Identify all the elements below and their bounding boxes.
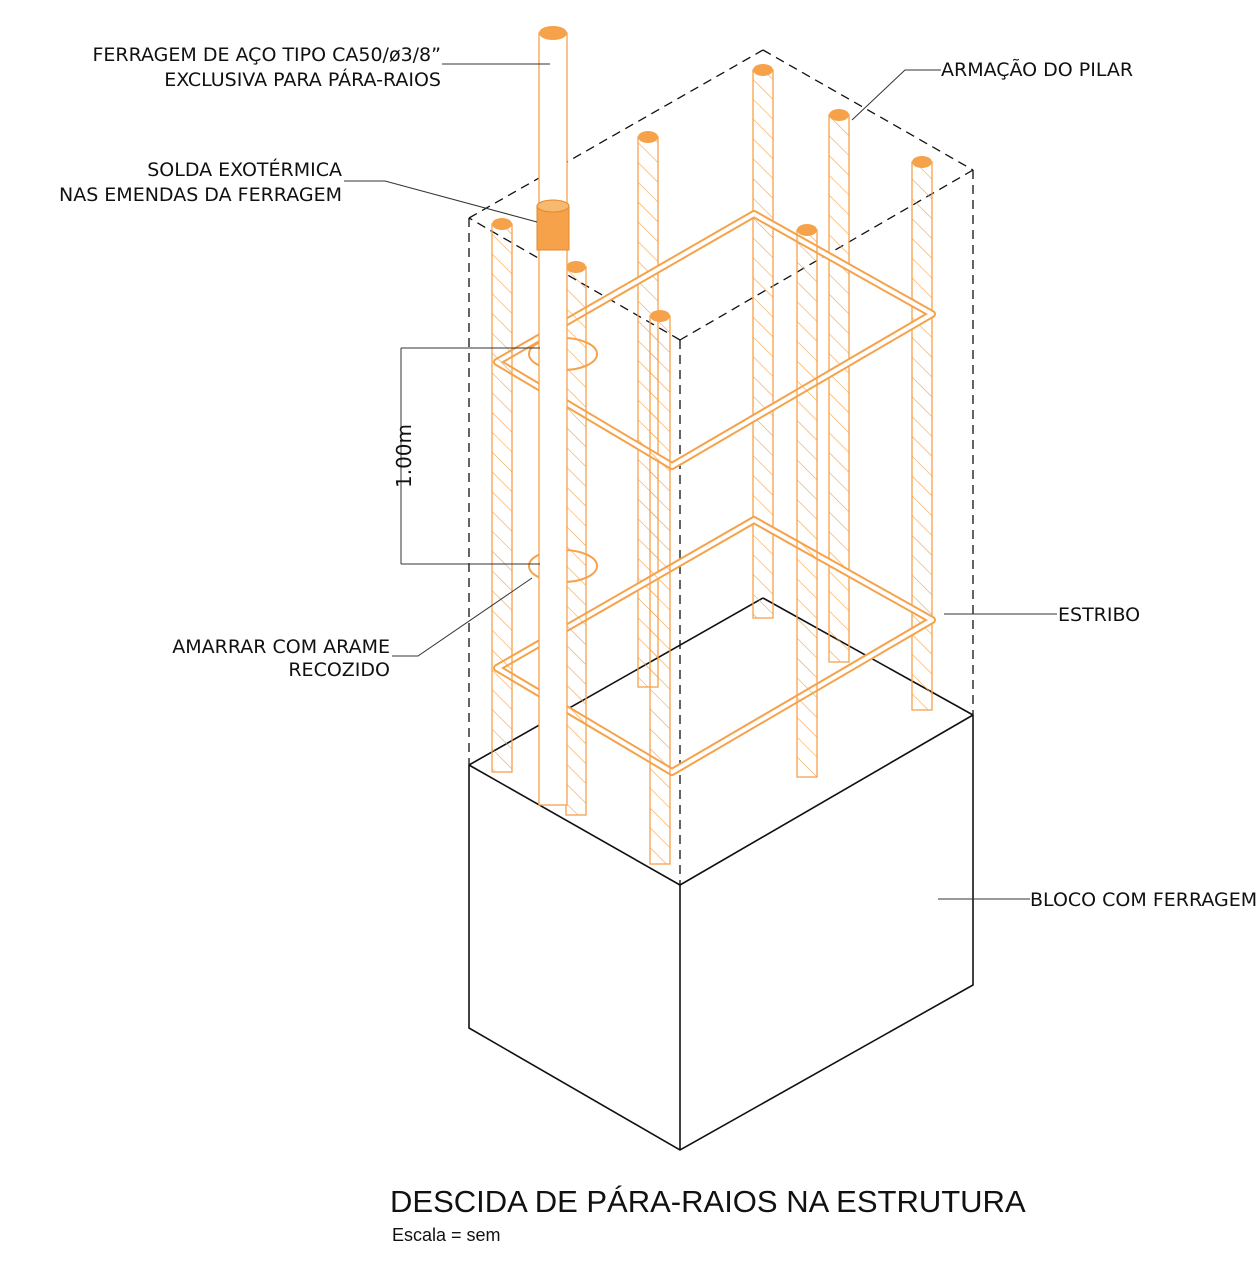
scale-note: Escala = sem: [392, 1225, 501, 1245]
rebar-front-4: [649, 315, 671, 865]
label-armacao: ARMAÇÃO DO PILAR: [941, 58, 1133, 81]
rebar-front-3: [796, 229, 818, 778]
label-solda-line1: SOLDA EXOTÉRMICA: [147, 158, 342, 181]
label-bloco: BLOCO COM FERRAGEM: [1030, 889, 1257, 911]
rebar-front-2: [565, 266, 587, 816]
back-rebars: [637, 64, 933, 711]
label-solda-line2: NAS EMENDAS DA FERRAGEM: [59, 184, 342, 206]
dimension-1m: 1.00m: [392, 347, 540, 565]
front-rebars: [491, 218, 818, 865]
label-estribo: ESTRIBO: [1058, 604, 1140, 626]
dimension-label: 1.00m: [392, 424, 416, 488]
rebar-back-2: [828, 114, 850, 663]
label-ferragem-line1: FERRAGEM DE AÇO TIPO CA50/ø3/8”: [92, 44, 441, 66]
leader-lines: [344, 63, 1057, 900]
label-amarrar-line1: AMARRAR COM ARAME: [172, 636, 390, 658]
label-ferragem-line2: EXCLUSIVA PARA PÁRA-RAIOS: [164, 68, 441, 91]
exothermic-weld: [536, 205, 570, 251]
rebar-front-1: [491, 223, 513, 773]
drawing-title: DESCIDA DE PÁRA-RAIOS NA ESTRUTURA: [390, 1184, 1026, 1219]
lightning-rod-bar: [536, 26, 570, 806]
label-amarrar-line2: RECOZIDO: [288, 659, 390, 681]
rebar-back-1: [752, 69, 774, 619]
